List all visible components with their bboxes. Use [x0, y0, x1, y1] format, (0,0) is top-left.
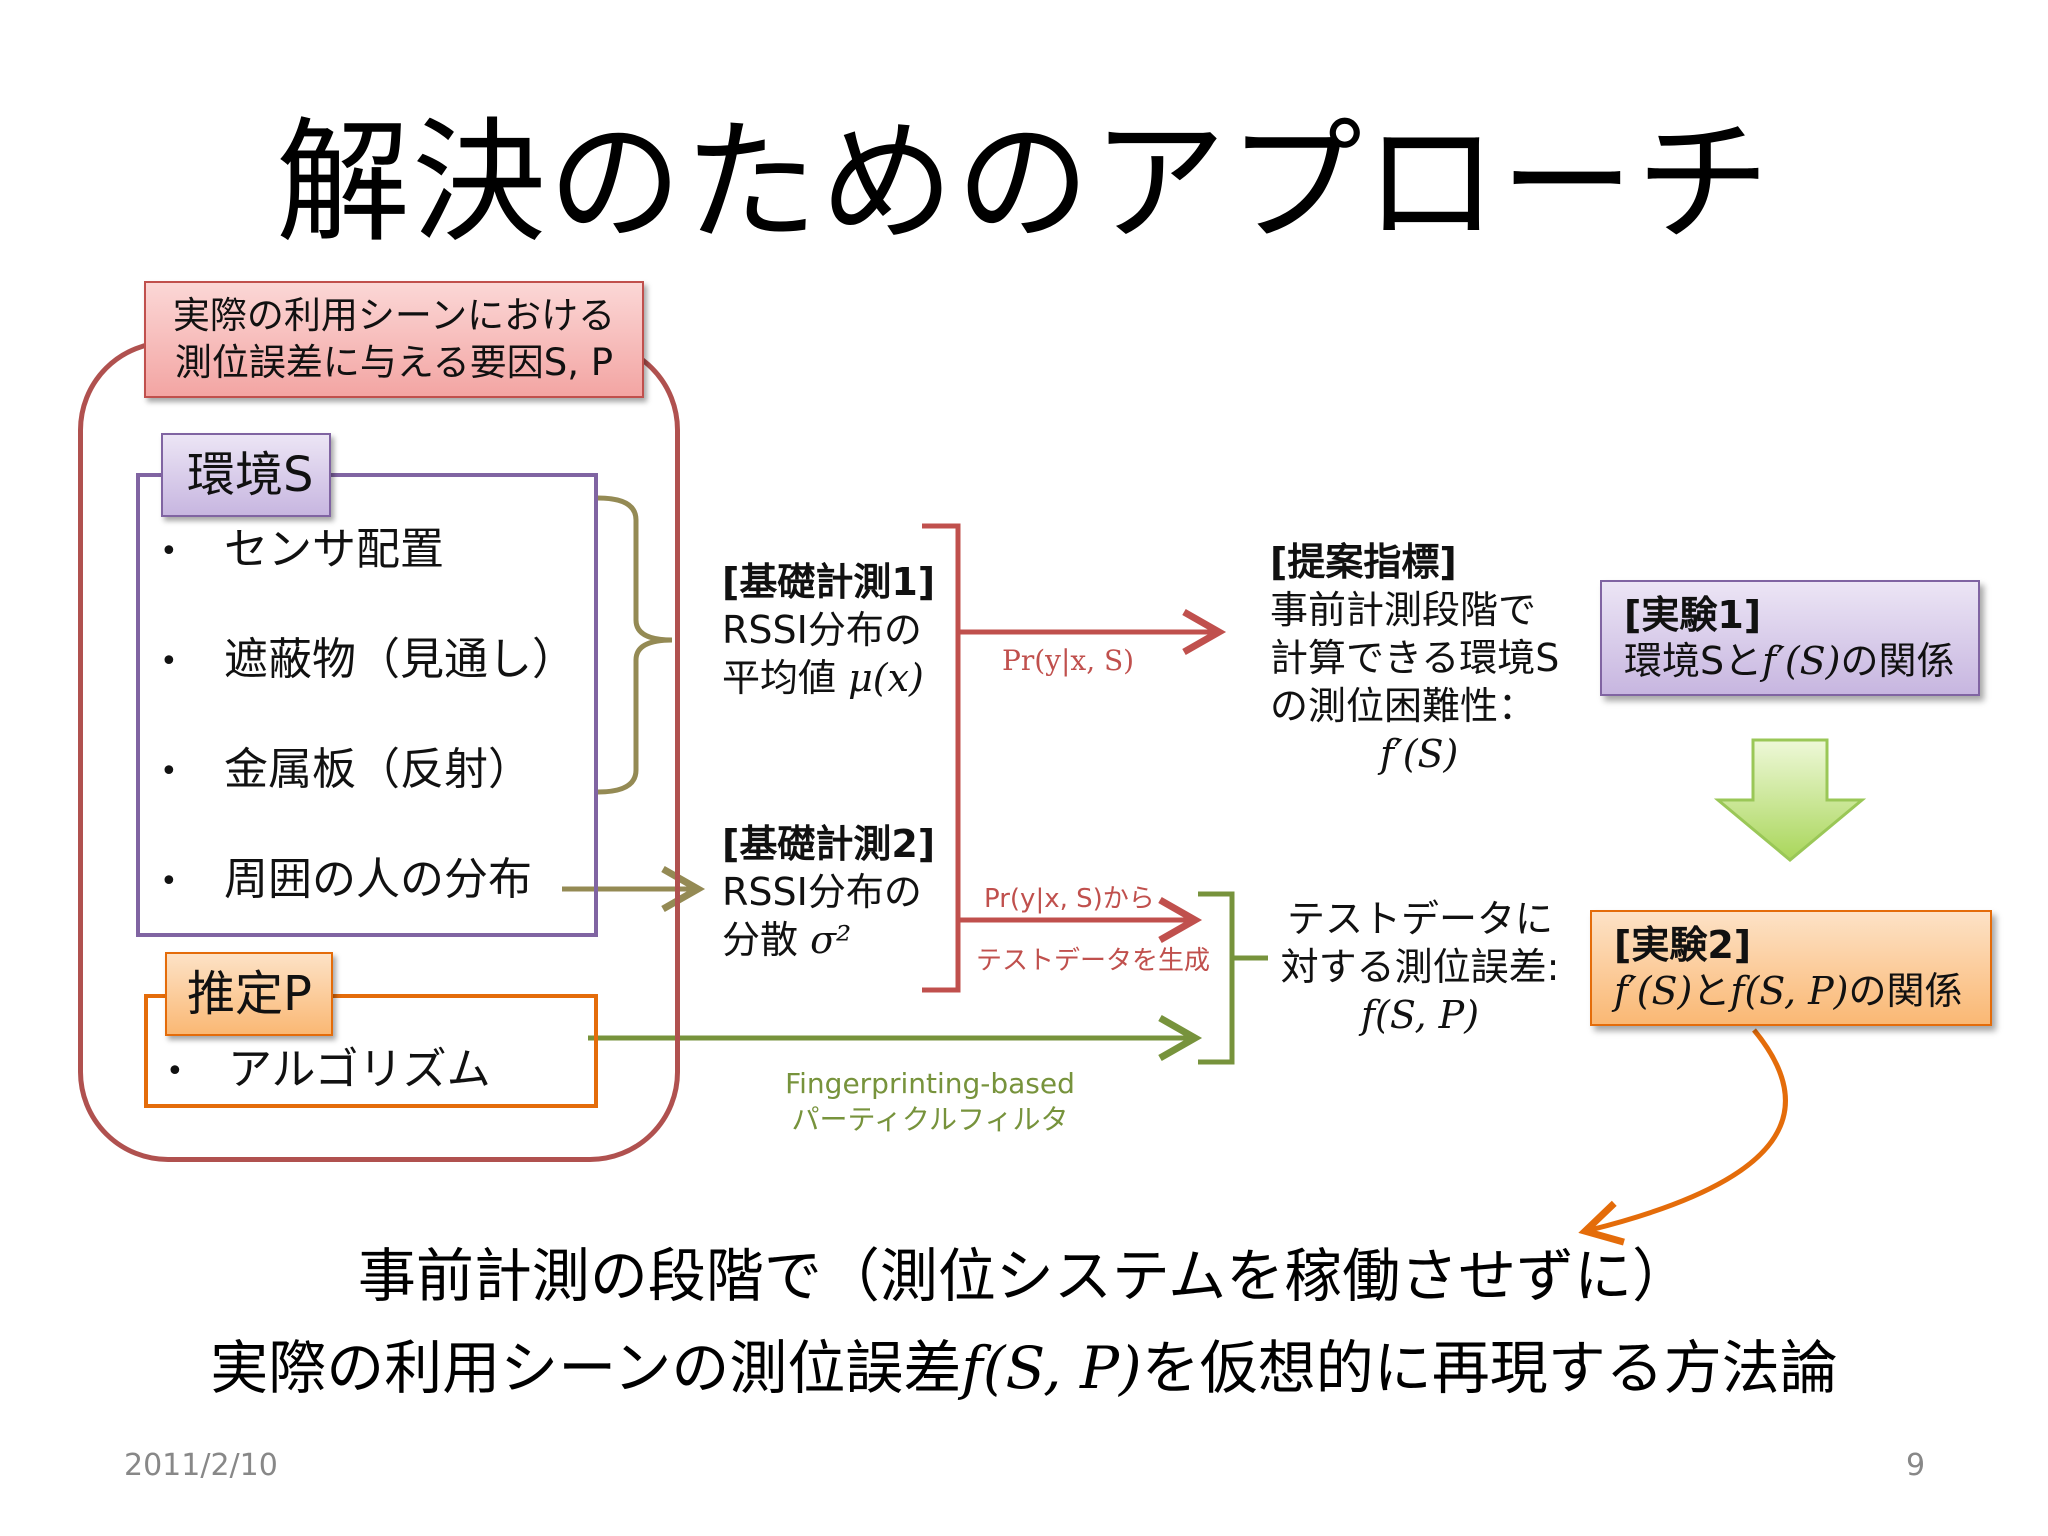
experiment-2: [実験2] f′(S)とf(S, P)の関係: [1590, 910, 1992, 1026]
environment-box: [136, 473, 598, 937]
down-arrow: [1713, 738, 1867, 862]
measurement-1-line2: 平均値 μ(x): [722, 656, 924, 700]
env-item: • 金属板（反射）: [160, 742, 532, 800]
bullet: •: [160, 644, 178, 679]
measurement-2-line1: RSSI分布の: [722, 870, 922, 914]
experiment-2-line: f′(S)とf(S, P)の関係: [1614, 969, 1963, 1013]
env-item-label: センサ配置: [224, 524, 444, 575]
test-error-line1: テストデータに: [1286, 897, 1553, 941]
bullet: •: [160, 754, 178, 789]
estimation-item-label: アルゴリズム: [228, 1044, 491, 1095]
proposal-line3: の測位困難性：: [1270, 684, 1537, 728]
conclusion-arrow: [1578, 1028, 1788, 1246]
fingerprinting-label: Fingerprinting-based パーティクルフィルタ: [760, 1066, 1100, 1138]
estimation-item: • アルゴリズム: [166, 1042, 491, 1100]
slide-title: 解決のためのアプローチ: [275, 105, 1772, 261]
measurement-2: [基礎計測2] RSSI分布の 分散 σ²: [722, 820, 935, 964]
measurement-1-heading: [基礎計測1]: [722, 560, 936, 604]
factors-label-line2: 測位誤差に与える要因S, P: [174, 341, 614, 384]
conclusion-line1: 事前計測の段階で（測位システムを稼働させずに）: [357, 1242, 1691, 1310]
proposal-formula: f′(S): [1380, 732, 1459, 776]
proposal-heading: [提案指標]: [1270, 540, 1457, 584]
test-error-formula: f(S, P): [1360, 993, 1480, 1037]
bullet: •: [166, 1054, 184, 1089]
measurement-2-heading: [基礎計測2]: [722, 822, 936, 866]
env-item-label: 遮蔽物（見通し）: [224, 634, 576, 685]
factors-label-line1: 実際の利用シーンにおける: [172, 294, 616, 337]
conclusion-line2: 実際の利用シーンの測位誤差f(S, P)を仮想的に再現する方法論: [210, 1334, 1838, 1402]
proposal-line2: 計算できる環境S: [1270, 636, 1560, 680]
factors-label: 実際の利用シーンにおける 測位誤差に与える要因S, P: [144, 281, 644, 398]
proposal-index: [提案指標] 事前計測段階で 計算できる環境S の測位困難性： f′(S): [1270, 538, 1580, 778]
mean-formula: μ(x): [848, 656, 924, 700]
page-number: 9: [1906, 1448, 1926, 1483]
bullet: •: [160, 864, 178, 899]
testdata-generate-label: テストデータを生成: [976, 946, 1211, 976]
variance-formula: σ²: [810, 918, 852, 962]
experiment-1-line: 環境Sとf′(S)の関係: [1624, 639, 1955, 683]
env-item-label: 周囲の人の分布: [224, 854, 532, 905]
experiment-2-heading: [実験2]: [1614, 923, 1752, 967]
env-items-brace: [597, 495, 673, 795]
test-error-line2: 対する測位誤差:: [1280, 945, 1560, 989]
pr-label: Pr(y|x, S): [1002, 644, 1135, 677]
env-item: • 遮蔽物（見通し）: [160, 632, 576, 690]
estimation-box: [144, 994, 598, 1108]
measurement-2-line2: 分散 σ²: [722, 918, 852, 962]
test-error: テストデータに 対する測位誤差: f(S, P): [1270, 895, 1570, 1039]
bullet: •: [160, 534, 178, 569]
test-error-bracket: [1198, 891, 1268, 1065]
fingerprinting-line2: パーティクルフィルタ: [791, 1103, 1069, 1136]
measurement-1-line1: RSSI分布の: [722, 608, 922, 652]
environment-label: 環境S: [161, 433, 331, 517]
measurement-bracket: [922, 523, 961, 993]
env-item: • センサ配置: [160, 522, 444, 580]
proposal-line1: 事前計測段階で: [1270, 588, 1537, 632]
experiment-1: [実験1] 環境Sとf′(S)の関係: [1600, 580, 1980, 696]
estimation-label: 推定P: [165, 952, 333, 1036]
footer-date: 2011/2/10: [124, 1448, 278, 1483]
env-item-label: 金属板（反射）: [224, 744, 532, 795]
pr-from-label: Pr(y|x, S)から: [984, 884, 1155, 914]
experiment-1-heading: [実験1]: [1624, 593, 1762, 637]
env-item: • 周囲の人の分布: [160, 852, 532, 910]
fingerprinting-line1: Fingerprinting-based: [785, 1067, 1075, 1100]
measurement-1: [基礎計測1] RSSI分布の 平均値 μ(x): [722, 558, 935, 702]
